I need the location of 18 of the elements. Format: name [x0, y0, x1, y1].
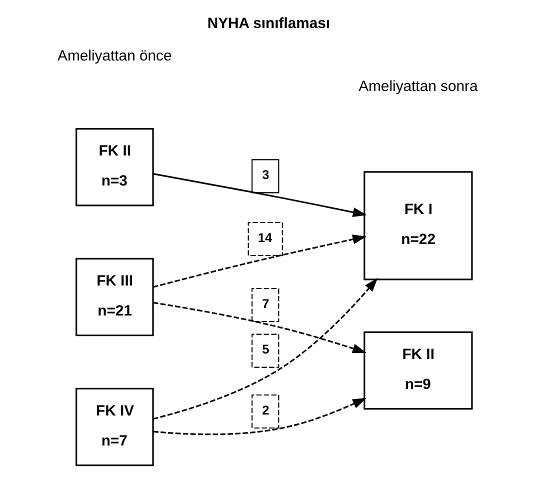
edge-label: 5	[262, 342, 269, 357]
arrow	[152, 278, 378, 420]
node-box: FK III n=21	[75, 258, 154, 336]
arrow	[152, 302, 366, 354]
node-box: FK IV n=7	[75, 388, 154, 466]
edge-label: 14	[257, 230, 272, 245]
node-box: FK II n=3	[75, 128, 154, 206]
node-box: FK I n=22	[363, 171, 472, 280]
arrow	[152, 398, 366, 436]
label: Ameliyattan sonra	[358, 79, 478, 96]
edge-label: 7	[262, 296, 269, 311]
node-box: FK II n=9	[363, 331, 472, 410]
diagram-title: NYHA sınıflaması	[206, 16, 330, 32]
arrow	[152, 234, 366, 288]
edge-label: 3	[262, 166, 269, 182]
arrow	[152, 173, 366, 218]
label: Ameliyattan önce	[57, 48, 172, 64]
edge-label: 2	[262, 402, 269, 418]
